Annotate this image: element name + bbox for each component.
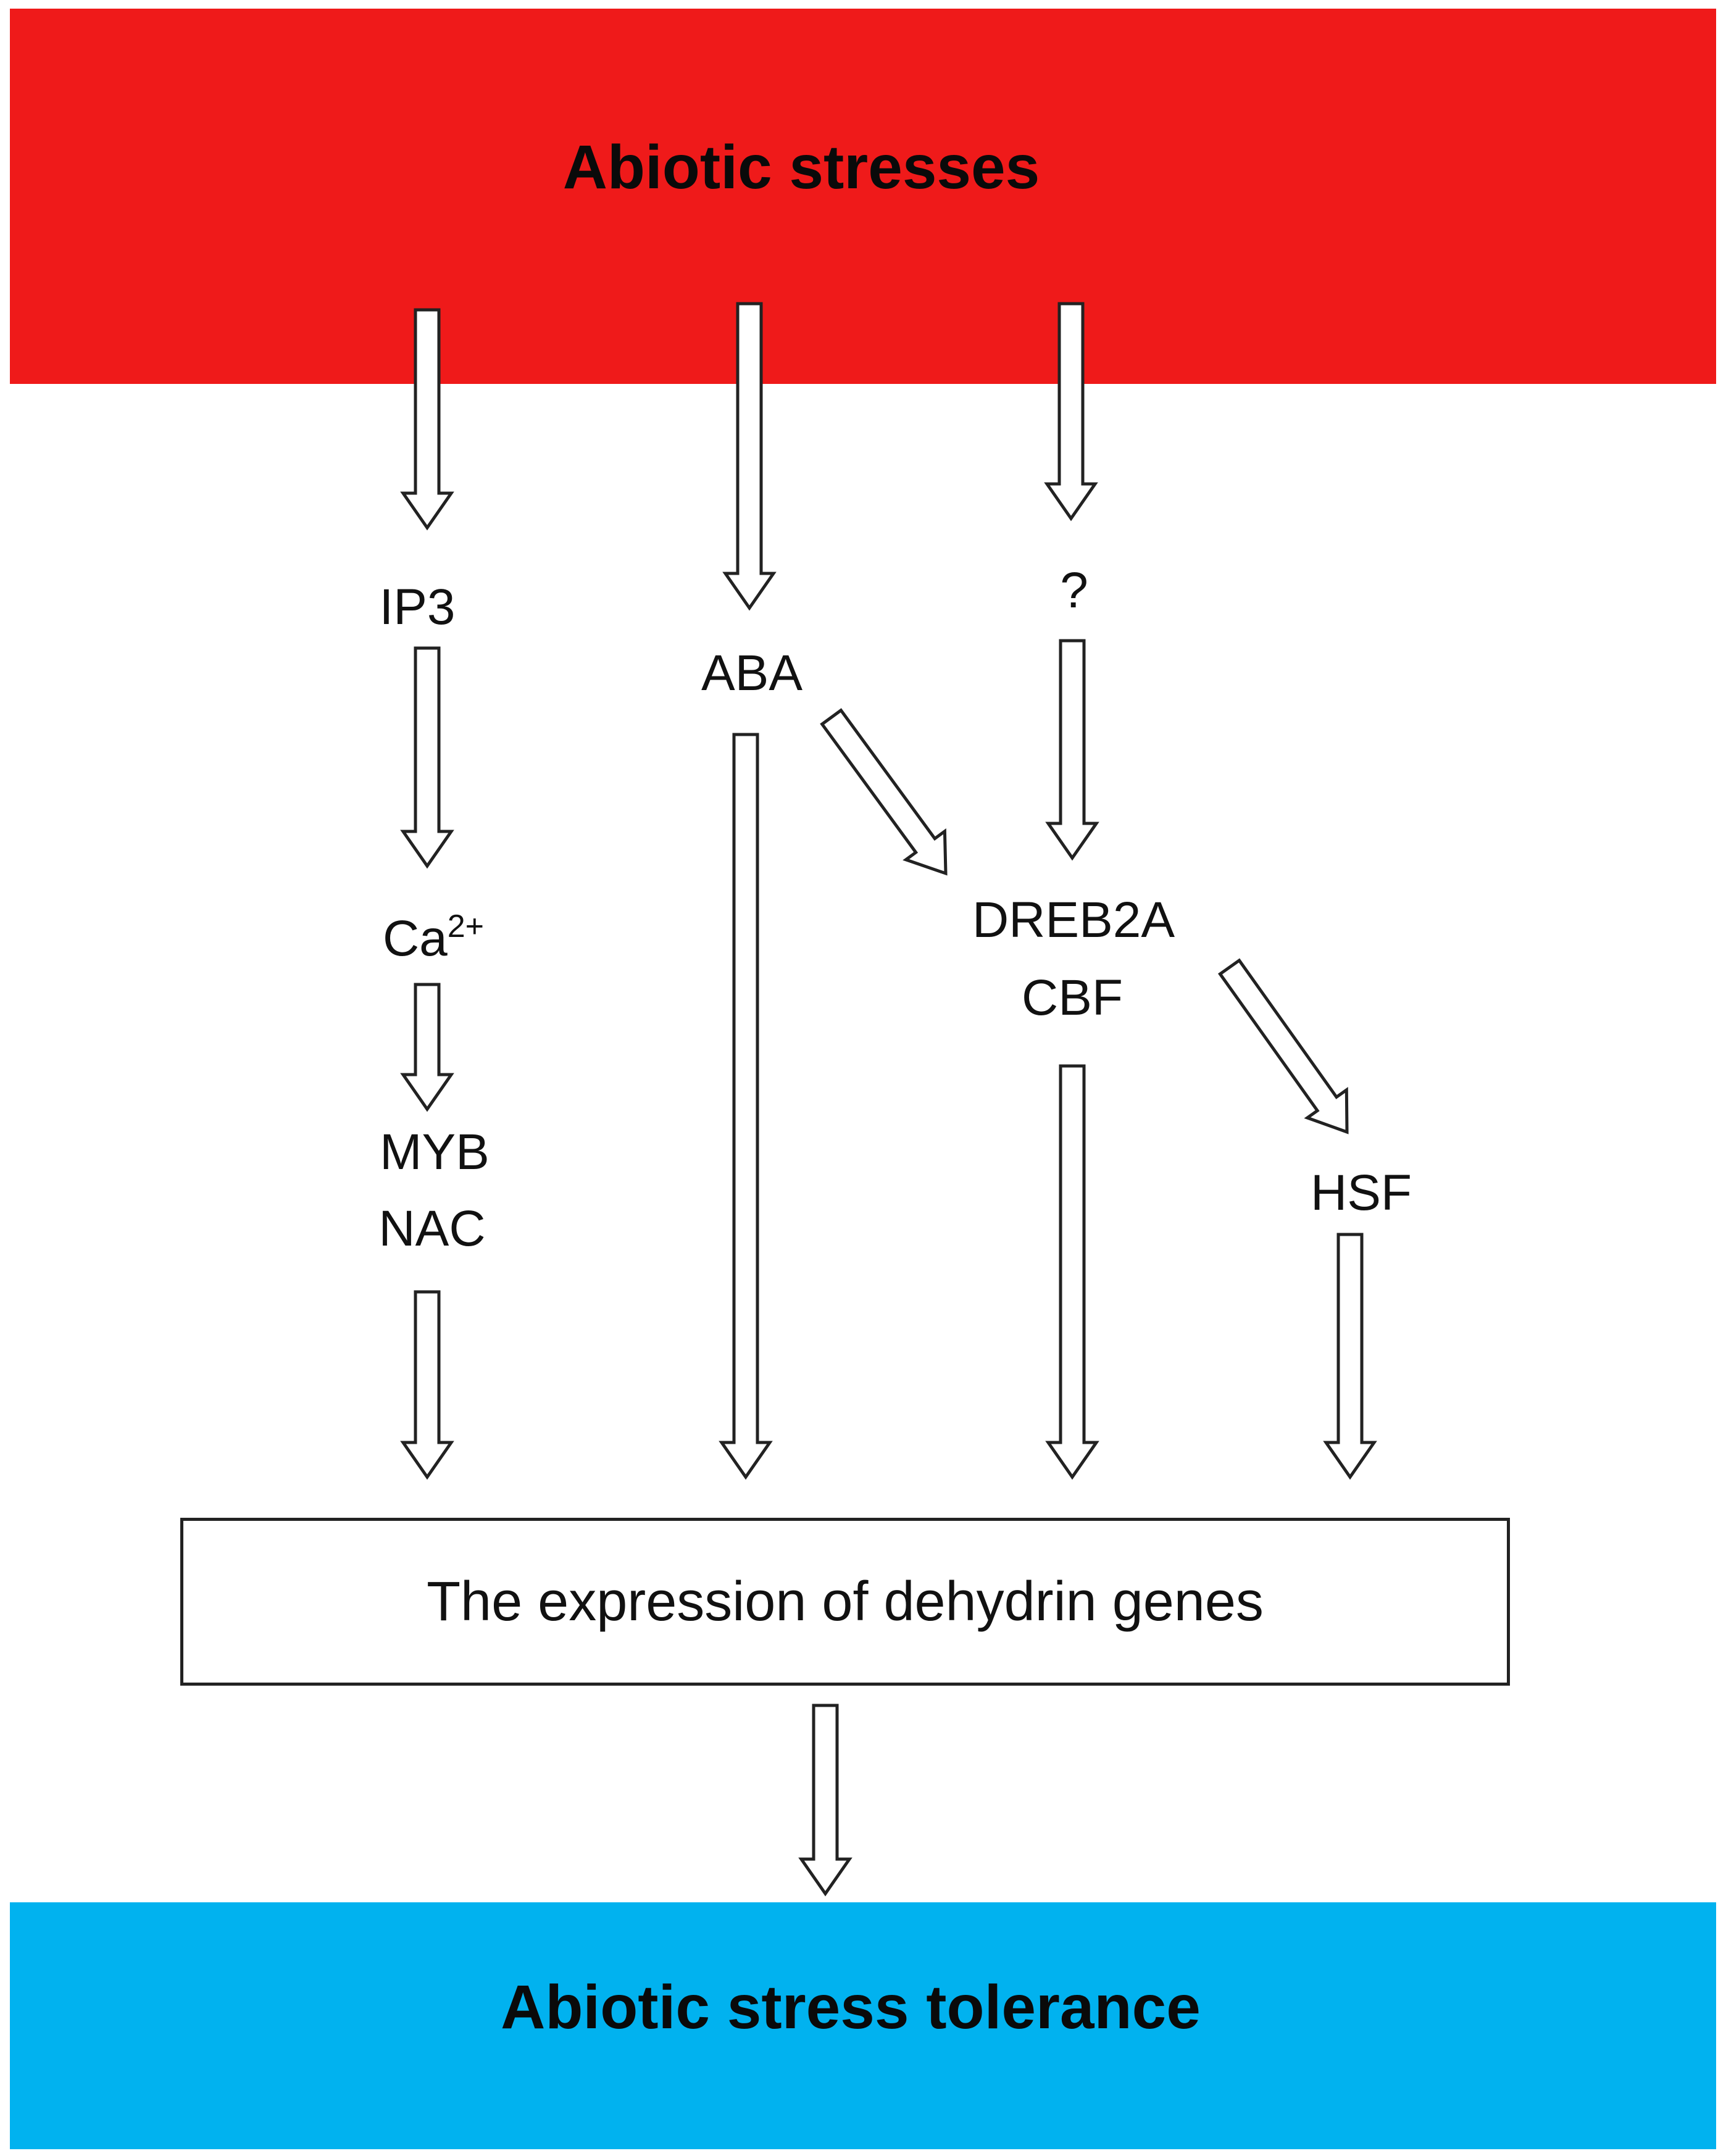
arrow-stress-to-ip3 [400,308,454,531]
nac-node: NAC [378,1201,486,1257]
arrow-cbf-to-genes [1045,1064,1099,1480]
arrow-nac-to-genes [400,1290,454,1480]
dehydrin-gene-expression-box: The expression of dehydrin genes [180,1518,1510,1686]
arrow-genes-to-tolerance [798,1704,853,1897]
ip3-node: IP3 [379,579,456,635]
abiotic-stresses-band: Abiotic stresses [10,9,1716,384]
abiotic-stresses-label: Abiotic stresses [562,133,1040,202]
arrow-aba-to-dreb2a [820,708,948,876]
dehydrin-gene-expression-label: The expression of dehydrin genes [427,1570,1264,1633]
abiotic-stress-tolerance-label: Abiotic stress tolerance [501,1972,1201,2042]
dreb2a-node: DREB2A [972,892,1175,948]
hsf-node: HSF [1311,1165,1412,1221]
arrow-calcium-to-myb [400,983,454,1112]
calcium-label: Ca [382,910,448,967]
arrow-stress-to-aba [722,302,777,611]
arrow-dreb2a-to-hsf [1218,958,1349,1134]
arrow-stress-to-unknown [1044,302,1098,522]
unknown-signal-node: ? [1060,562,1088,618]
arrow-ip3-to-calcium [400,646,454,869]
cbf-node: CBF [1022,970,1123,1026]
aba-node: ABA [701,645,803,701]
abiotic-stress-tolerance-band: Abiotic stress tolerance [10,1902,1716,2149]
calcium-superscript: 2+ [447,909,485,944]
arrow-unknown-to-dreb2a [1045,639,1099,861]
arrow-hsf-to-genes [1323,1233,1377,1480]
calcium-node: Ca2+ [383,910,484,964]
myb-node: MYB [380,1124,490,1180]
arrow-aba-to-genes [719,733,773,1480]
